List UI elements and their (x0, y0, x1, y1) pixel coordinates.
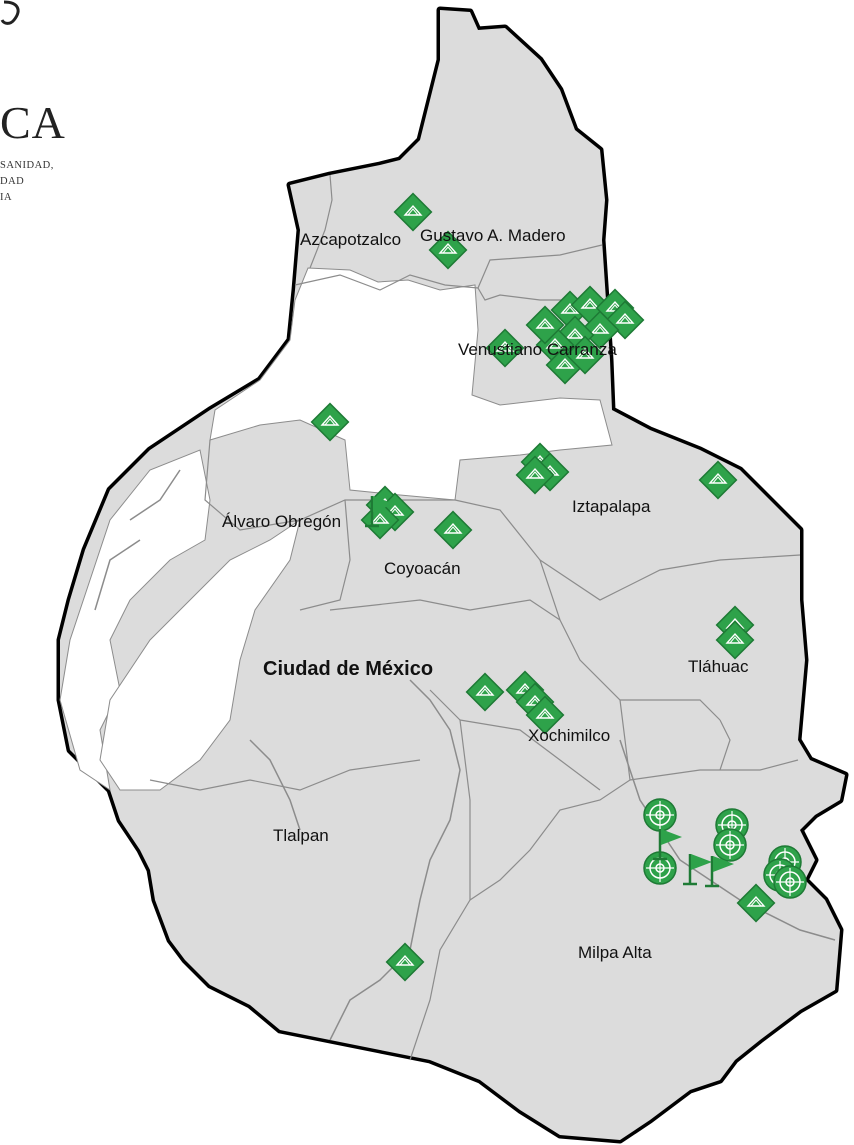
target-icon[interactable] (773, 865, 807, 899)
label-tlahuac: Tláhuac (688, 657, 749, 676)
target-icon[interactable] (713, 828, 747, 862)
logo-swirl-icon (0, 0, 20, 25)
logo-line-1: SANIDAD, (0, 160, 54, 171)
label-azcapotzalco: Azcapotzalco (300, 230, 402, 249)
central-unshaded-area (209, 267, 613, 501)
logo-title: CA (0, 97, 66, 148)
label-milpa-alta: Milpa Alta (578, 943, 652, 962)
label-xochimilco: Xochimilco (528, 726, 611, 745)
label-coyoacan: Coyoacán (384, 559, 461, 578)
label-region-name: Ciudad de México (263, 658, 434, 680)
logo-line-2: DAD (0, 176, 25, 187)
road-lines (94, 469, 836, 1041)
label-gustavo-madero: Gustavo A. Madero (420, 226, 566, 245)
internal-boundaries (149, 174, 801, 1061)
label-tlalpan: Tlalpan (273, 826, 329, 845)
label-venustiano-carranza: Venustiano Carranza (458, 340, 617, 359)
logo-line-3: IA (0, 192, 13, 203)
label-alvaro-obregon: Álvaro Obregón (222, 512, 342, 531)
label-iztapalapa: Iztapalapa (572, 497, 651, 516)
target-icon[interactable] (643, 798, 677, 832)
western-valley (99, 518, 301, 791)
